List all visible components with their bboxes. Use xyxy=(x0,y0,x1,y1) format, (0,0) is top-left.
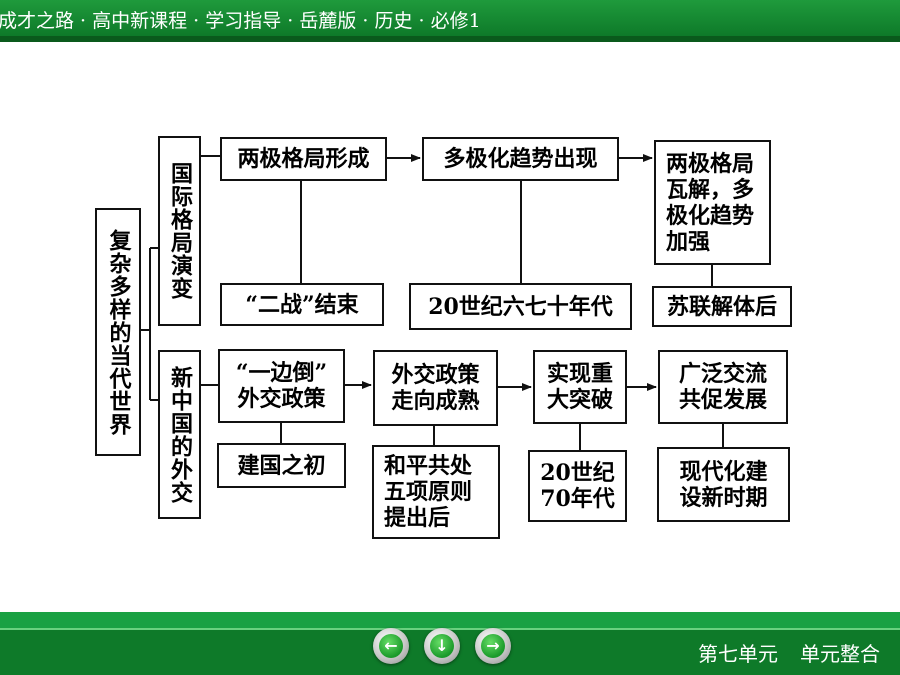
branch2-time-1: 建国之初 xyxy=(217,443,346,488)
branch1-time-2: 20世纪六七十年代 xyxy=(409,283,632,330)
branch1-stage-2: 多极化趋势出现 xyxy=(422,137,619,181)
branch1-time-3: 苏联解体后 xyxy=(652,286,792,327)
arrow-right-icon: → xyxy=(481,634,505,658)
branch1-time-1: “二战”结束 xyxy=(220,283,384,326)
branch1-stage-3: 两极格局 瓦解，多 极化趋势 加强 xyxy=(654,140,771,265)
branch2-time-2: 和平共处 五项原则 提出后 xyxy=(372,445,500,539)
branch2-time-3: 20世纪 70年代 xyxy=(528,450,627,522)
header-title: 成才之路 · 高中新课程 · 学习指导 · 岳麓版 · 历史 · 必修1 xyxy=(0,10,481,32)
prev-button[interactable]: ← xyxy=(373,628,409,664)
branch2-stage-4: 广泛交流 共促发展 xyxy=(658,350,788,424)
arrow-down-icon: ↓ xyxy=(430,634,454,658)
next-button[interactable]: → xyxy=(475,628,511,664)
section-name: 单元整合 xyxy=(800,642,880,666)
header-bar: 成才之路 · 高中新课程 · 学习指导 · 岳麓版 · 历史 · 必修1 xyxy=(0,0,900,42)
arrow-left-icon: ← xyxy=(379,634,403,658)
branch2-time-4: 现代化建 设新时期 xyxy=(657,447,790,522)
unit-name: 第七单元 xyxy=(698,642,778,666)
branch1-label: 国际格局演变 xyxy=(158,136,201,326)
branch2-stage-2: 外交政策 走向成熟 xyxy=(373,350,498,426)
branch1-stage-1: 两极格局形成 xyxy=(220,137,387,181)
footer-unit-label: 第七单元单元整合 xyxy=(698,638,880,667)
root-node: 复杂多样的当代世界 xyxy=(95,208,141,456)
branch2-stage-1: “一边倒” 外交政策 xyxy=(218,349,345,423)
branch2-label: 新中国的外交 xyxy=(158,350,201,519)
branch2-stage-3: 实现重 大突破 xyxy=(533,350,627,424)
down-button[interactable]: ↓ xyxy=(424,628,460,664)
